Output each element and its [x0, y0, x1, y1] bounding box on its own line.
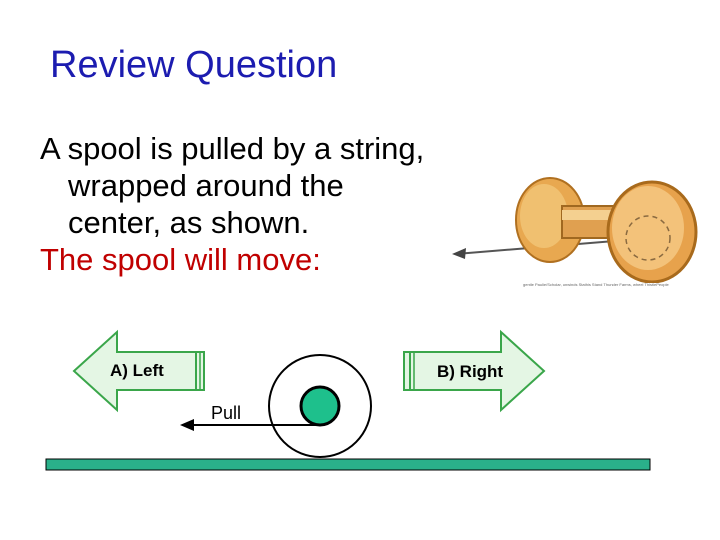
right-arrow[interactable]: [403, 329, 546, 413]
left-arrow[interactable]: [72, 329, 205, 413]
question-line-1: A spool is pulled by a string,: [40, 131, 425, 166]
pull-label: Pull: [211, 403, 242, 423]
string-arrowhead: [452, 248, 466, 259]
pull-arrowhead: [180, 419, 194, 431]
slide-title: Review Question: [50, 44, 338, 86]
ground-bar: [45, 458, 651, 471]
left-flange-highlight: [520, 184, 568, 248]
axle-hole-outline: [625, 215, 671, 261]
spool-axle-circle: [299, 385, 341, 427]
right-flange-face: [612, 186, 684, 270]
question-line-2: wrapped around the: [68, 168, 344, 203]
axle-shine: [562, 210, 642, 220]
question-text: A spool is pulled by a string, wrapped a…: [40, 130, 510, 278]
question-line-3: center, as shown.: [68, 205, 310, 240]
spool-photo: [452, 177, 698, 283]
photo-caption: gentle Paulie/Scholar, unwinds Stathis S…: [523, 282, 669, 287]
option-a-label[interactable]: A) Left: [110, 361, 164, 380]
option-b-label[interactable]: B) Right: [437, 362, 504, 381]
question-line-4: The spool will move:: [40, 242, 321, 277]
